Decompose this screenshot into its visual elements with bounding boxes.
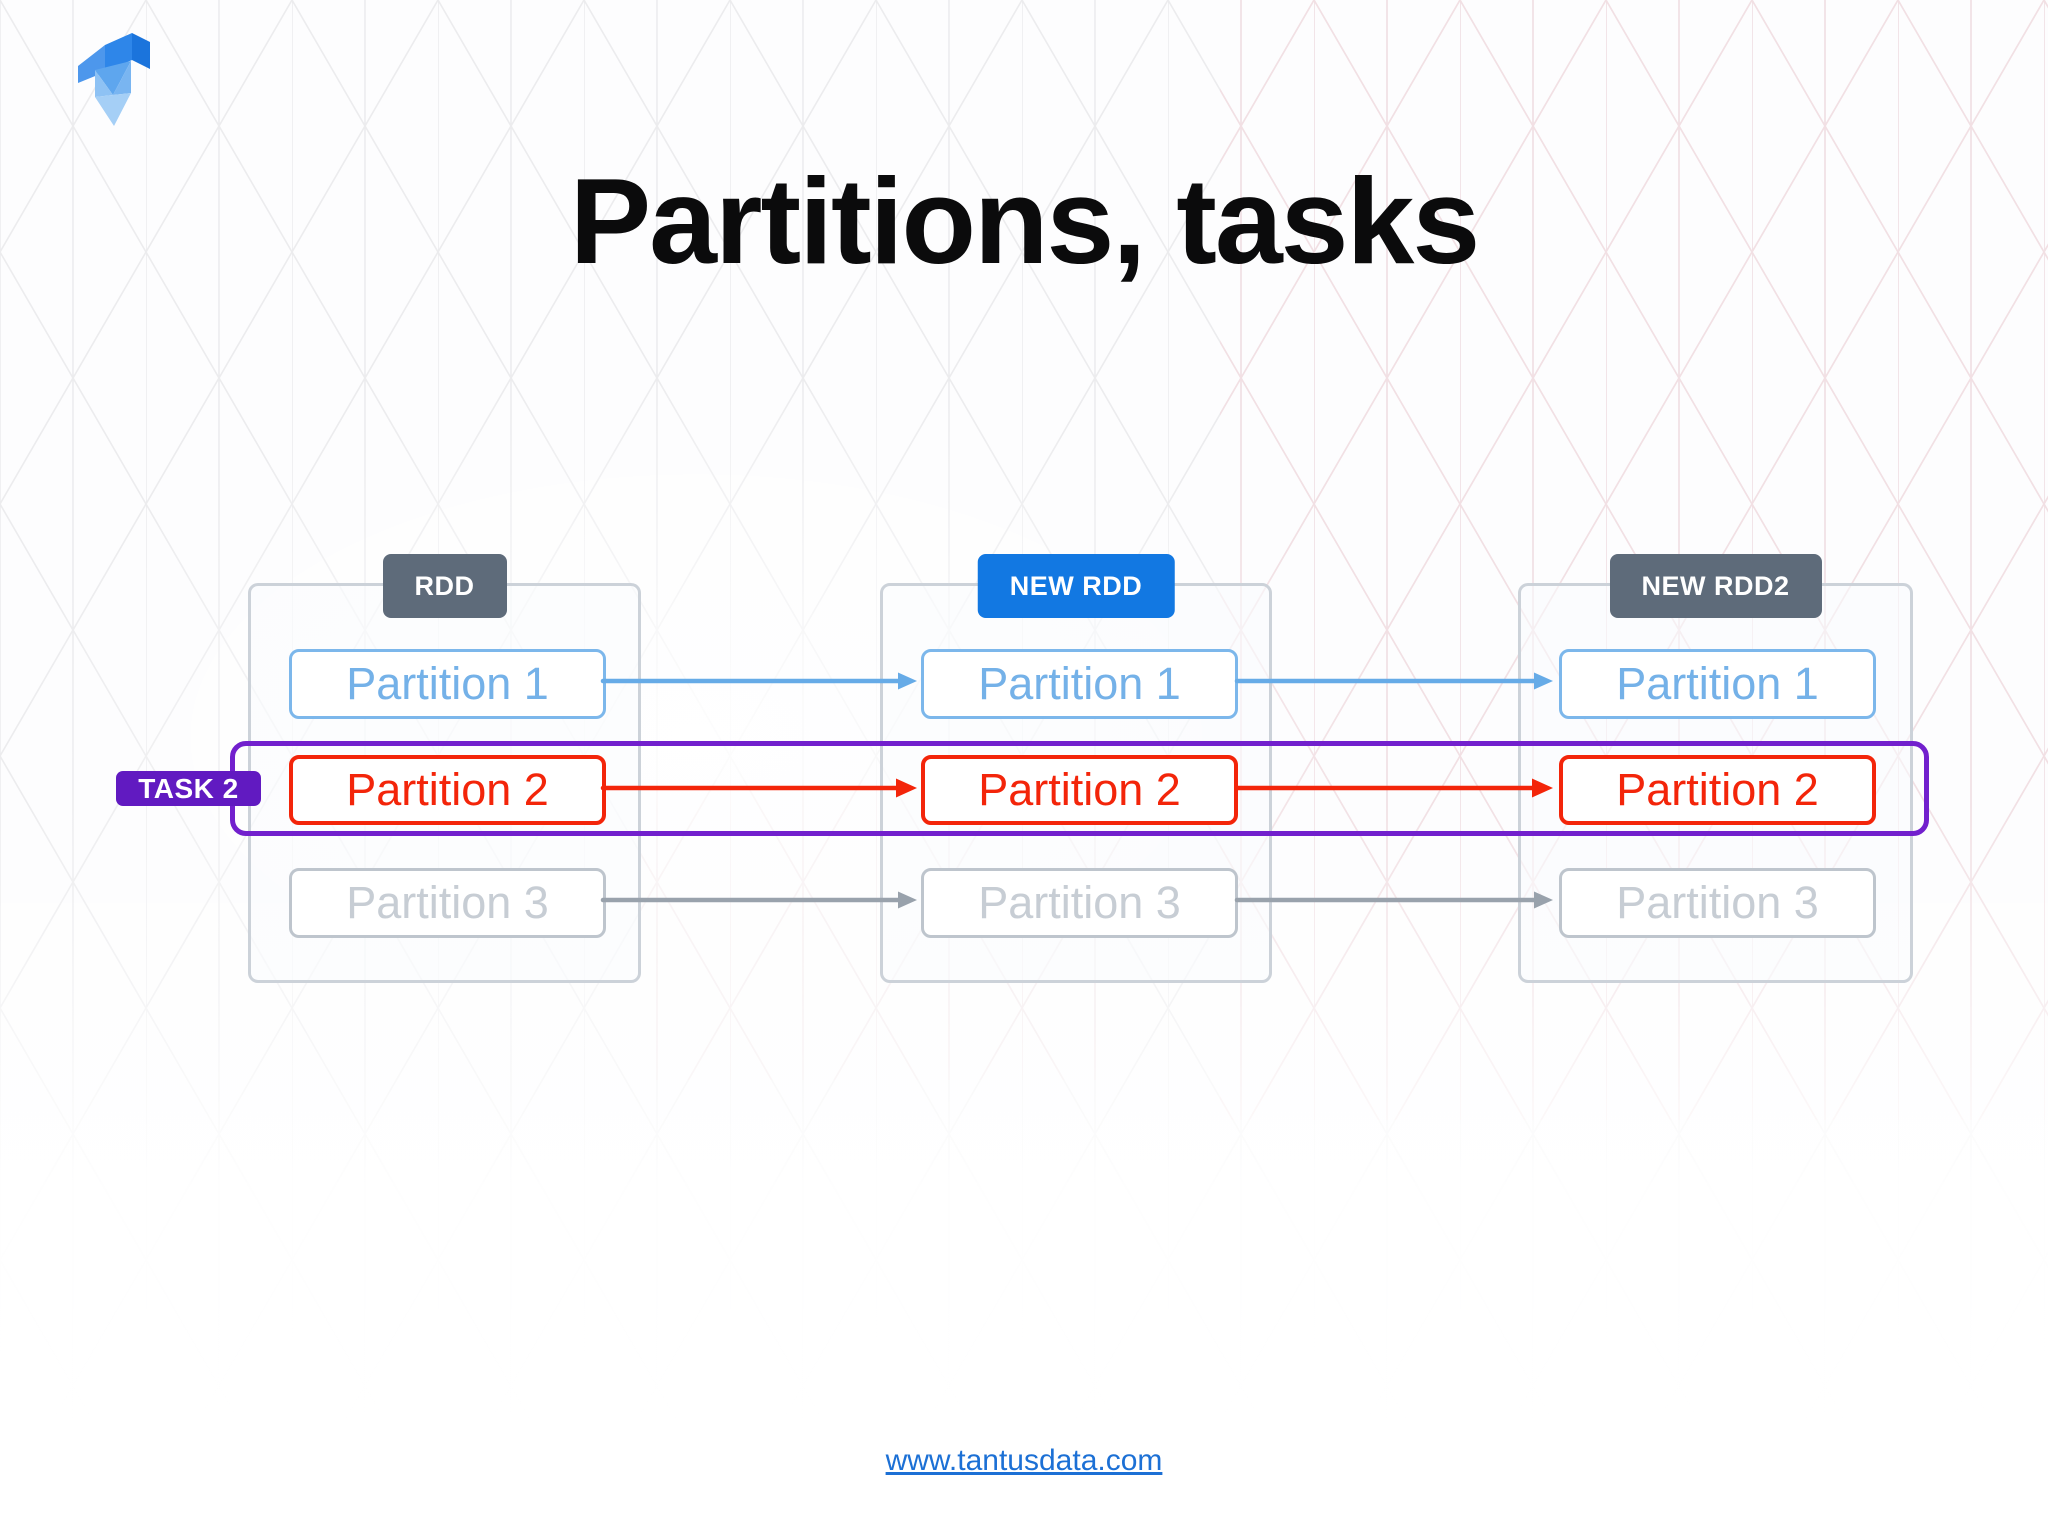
new-rdd2-partition-3: Partition 3	[1559, 868, 1876, 938]
rdd-partition-1: Partition 1	[289, 649, 606, 719]
arrowhead-p2-newrdd-to-newrdd2	[1532, 778, 1553, 798]
page-title: Partitions, tasks	[569, 153, 1480, 289]
new-rdd2-header-badge: NEW RDD2	[1609, 554, 1822, 618]
new-rdd-partition-1: Partition 1	[921, 649, 1238, 719]
rdd-container: RDD Partition 1 Partition 2 Partition 3	[248, 554, 641, 983]
partition-label: Partition 3	[978, 877, 1181, 928]
partition-label: Partition 1	[346, 658, 549, 709]
tantusdata-logo-icon	[78, 33, 150, 126]
partition-label: Partition 2	[346, 764, 549, 815]
footer-link[interactable]: www.tantusdata.com	[885, 1444, 1163, 1477]
new-rdd2-container: NEW RDD2 Partition 1 Partition 2 Partiti…	[1518, 554, 1913, 983]
partition-label: Partition 2	[978, 764, 1181, 815]
arrowhead-p3-rdd-to-newrdd	[898, 891, 917, 909]
new-rdd-partition-3: Partition 3	[921, 868, 1238, 938]
footer: www.tantusdata.com	[0, 1444, 2048, 1478]
new-rdd2-partition-1: Partition 1	[1559, 649, 1876, 719]
partition-label: Partition 2	[1616, 764, 1819, 815]
rdd-partition-3: Partition 3	[289, 868, 606, 938]
partition-label: Partition 1	[1616, 658, 1819, 709]
rdd-header-badge: RDD	[382, 554, 507, 618]
partition-label: Partition 3	[346, 877, 549, 928]
arrowhead-p2-rdd-to-newrdd	[896, 778, 917, 798]
new-rdd-container: NEW RDD Partition 1 Partition 2 Partitio…	[880, 554, 1272, 983]
arrowhead-p1-rdd-to-newrdd	[898, 672, 917, 690]
new-rdd2-partition-2: Partition 2	[1559, 755, 1876, 825]
new-rdd-header-badge: NEW RDD	[977, 554, 1175, 618]
partition-label: Partition 3	[1616, 877, 1819, 928]
new-rdd-partition-2: Partition 2	[921, 755, 1238, 825]
arrowhead-p3-newrdd-to-newrdd2	[1534, 891, 1553, 909]
task2-highlight-band	[230, 741, 1929, 836]
task2-badge: TASK 2	[116, 771, 261, 806]
rdd-partition-2: Partition 2	[289, 755, 606, 825]
arrowhead-p1-newrdd-to-newrdd2	[1534, 672, 1553, 690]
partition-label: Partition 1	[978, 658, 1181, 709]
